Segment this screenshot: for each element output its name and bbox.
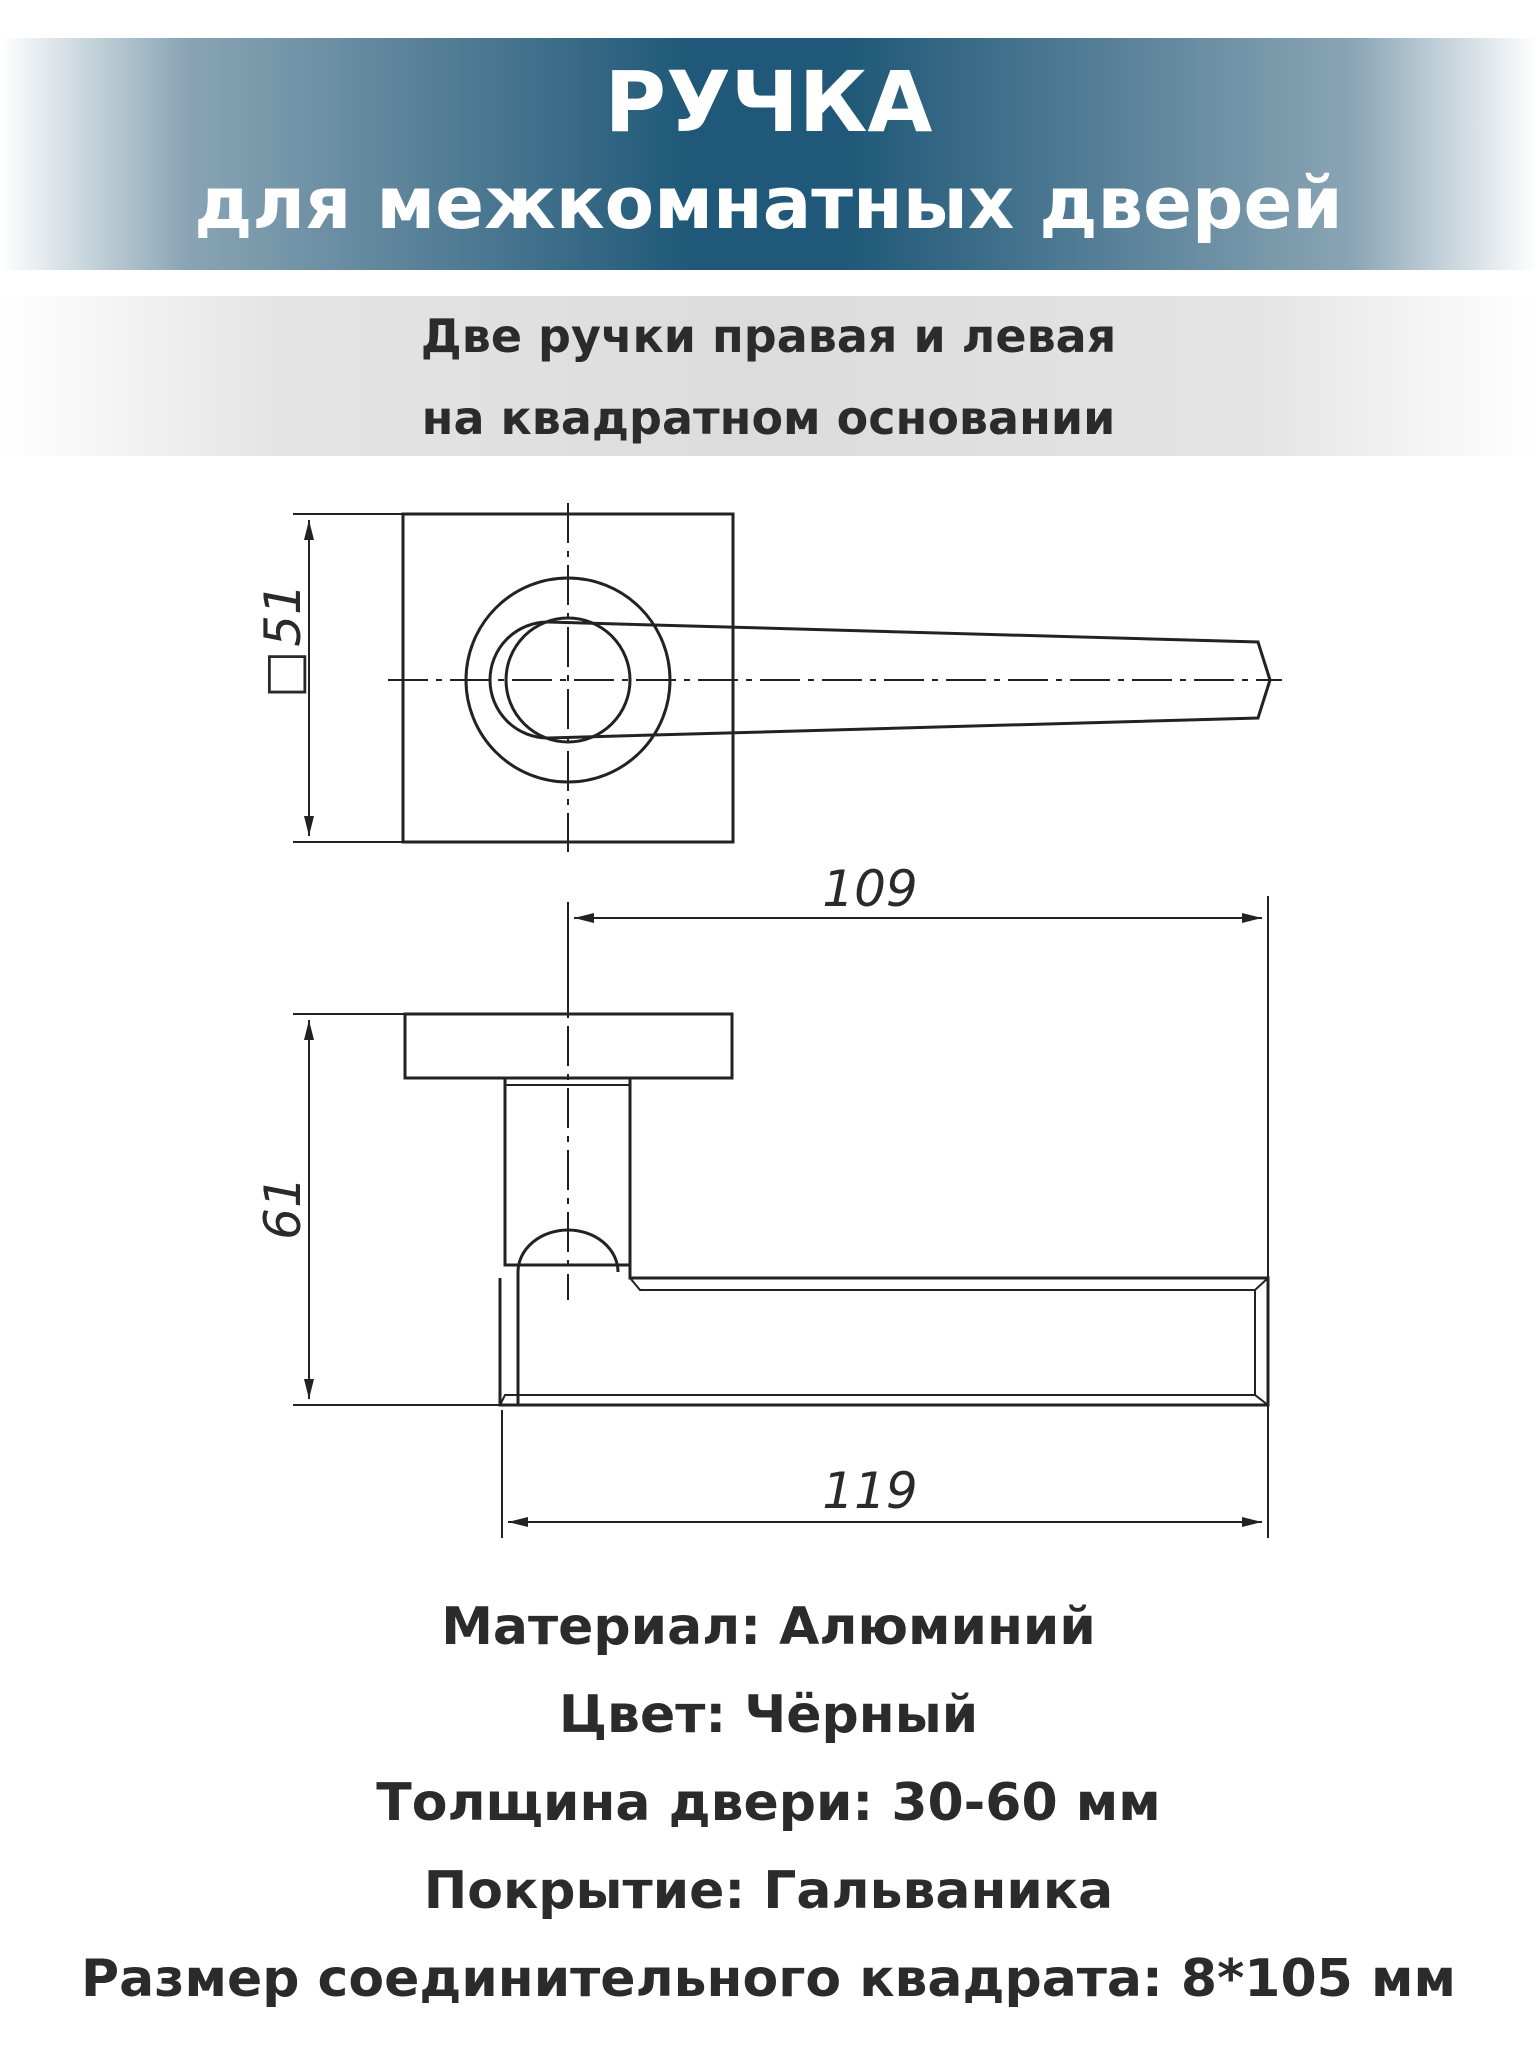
dim-base-label: □51 (254, 583, 312, 698)
title-banner (0, 38, 1537, 270)
spec-spindle-size: Размер соединительного квадрата: 8*105 м… (81, 1949, 1456, 2009)
title-line-1: РУЧКА (604, 53, 933, 151)
dim-reach-label: 109 (822, 860, 917, 918)
dim-length-label: 119 (822, 1462, 917, 1520)
side-view (293, 896, 1270, 1538)
title-line-2: для межкомнатных дверей (194, 161, 1343, 245)
spec-door-thickness: Толщина двери: 30-60 мм (376, 1773, 1161, 1833)
spec-material: Материал: Алюминий (441, 1597, 1096, 1657)
dim-height-label: 61 (254, 1176, 312, 1240)
subtitle-band (0, 296, 1537, 456)
subtitle-line-1: Две ручки правая и левая (420, 309, 1117, 363)
spec-color: Цвет: Чёрный (558, 1685, 979, 1745)
subtitle-line-2: на квадратном основании (421, 391, 1116, 445)
spec-coating: Покрытие: Гальваника (423, 1861, 1114, 1921)
lever-arm-side (516, 1265, 1270, 1407)
front-view (293, 503, 1282, 852)
